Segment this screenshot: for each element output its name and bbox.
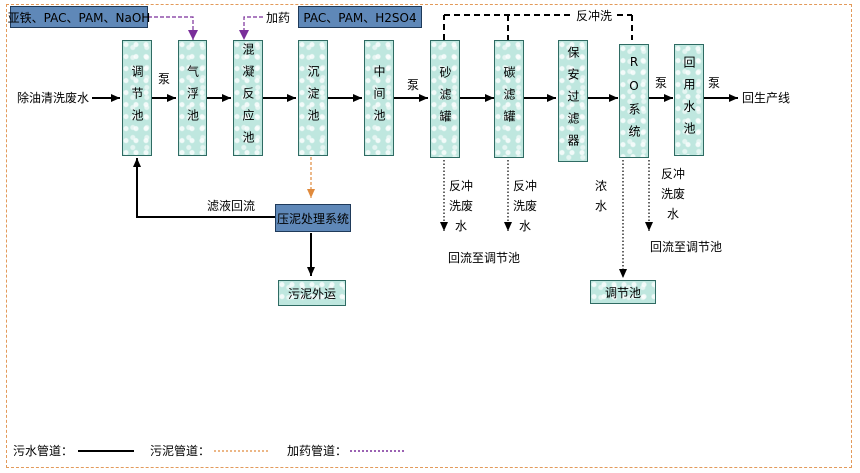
ro-system: RO系统: [619, 44, 649, 158]
backwash-line: [443, 14, 633, 40]
filtrate-return-label: 滤液回流: [207, 199, 256, 213]
reuse-tank: 回用水池: [674, 44, 704, 156]
sludge-treatment-box: 压泥处理系统: [275, 204, 351, 232]
pump-label-3: 泵: [655, 76, 668, 90]
dosing-label: 加药: [266, 11, 291, 25]
sewage-main-line: [92, 94, 738, 276]
intermediate-tank: 中间池: [364, 40, 394, 156]
sand-backwash-label: 反冲洗废水: [448, 179, 473, 233]
chemical-box-2: PAC、PAM、H2SO4: [298, 6, 422, 28]
sand-filter: 砂滤罐: [430, 40, 460, 158]
pump-label-4: 泵: [708, 76, 721, 90]
security-filter: 保安过滤器: [558, 40, 588, 162]
diagram-frame: [6, 4, 852, 468]
regulating-tank: 调节池: [122, 40, 152, 156]
inlet-label: 除油清洗废水: [17, 91, 90, 105]
regulating-pool-box: 调节池: [590, 280, 656, 304]
legend-sludge-label: 污泥管道：: [150, 444, 211, 458]
flotation-tank: 气浮池: [178, 40, 207, 156]
sedimentation-tank: 沉淀池: [298, 40, 328, 156]
dosing-lines: [148, 16, 263, 40]
sludge-disposal-box: 污泥外运: [278, 280, 346, 306]
legend-sewage-label: 污水管道：: [13, 444, 74, 458]
ro-backwash-label: 反冲洗废水: [660, 167, 685, 221]
return-label-2: 回流至调节池: [650, 240, 723, 254]
legend-dosing-label: 加药管道：: [287, 444, 348, 458]
return-label-1: 回流至调节池: [448, 251, 521, 265]
backwash-waste-lines: [440, 160, 653, 278]
coagulation-tank: 混凝反应池: [233, 40, 263, 156]
concentrate-label: 浓水: [594, 179, 607, 213]
outlet-label: 回生产线: [742, 91, 791, 105]
backwash-label: 反冲洗: [576, 9, 613, 23]
pump-label-1: 泵: [158, 72, 171, 86]
pump-label-2: 泵: [407, 78, 420, 92]
carbon-backwash-label: 反冲洗废水: [512, 179, 537, 233]
carbon-filter: 碳滤罐: [494, 40, 524, 158]
chemical-box-1: 亚铁、PAC、PAM、NaOH: [8, 6, 150, 28]
